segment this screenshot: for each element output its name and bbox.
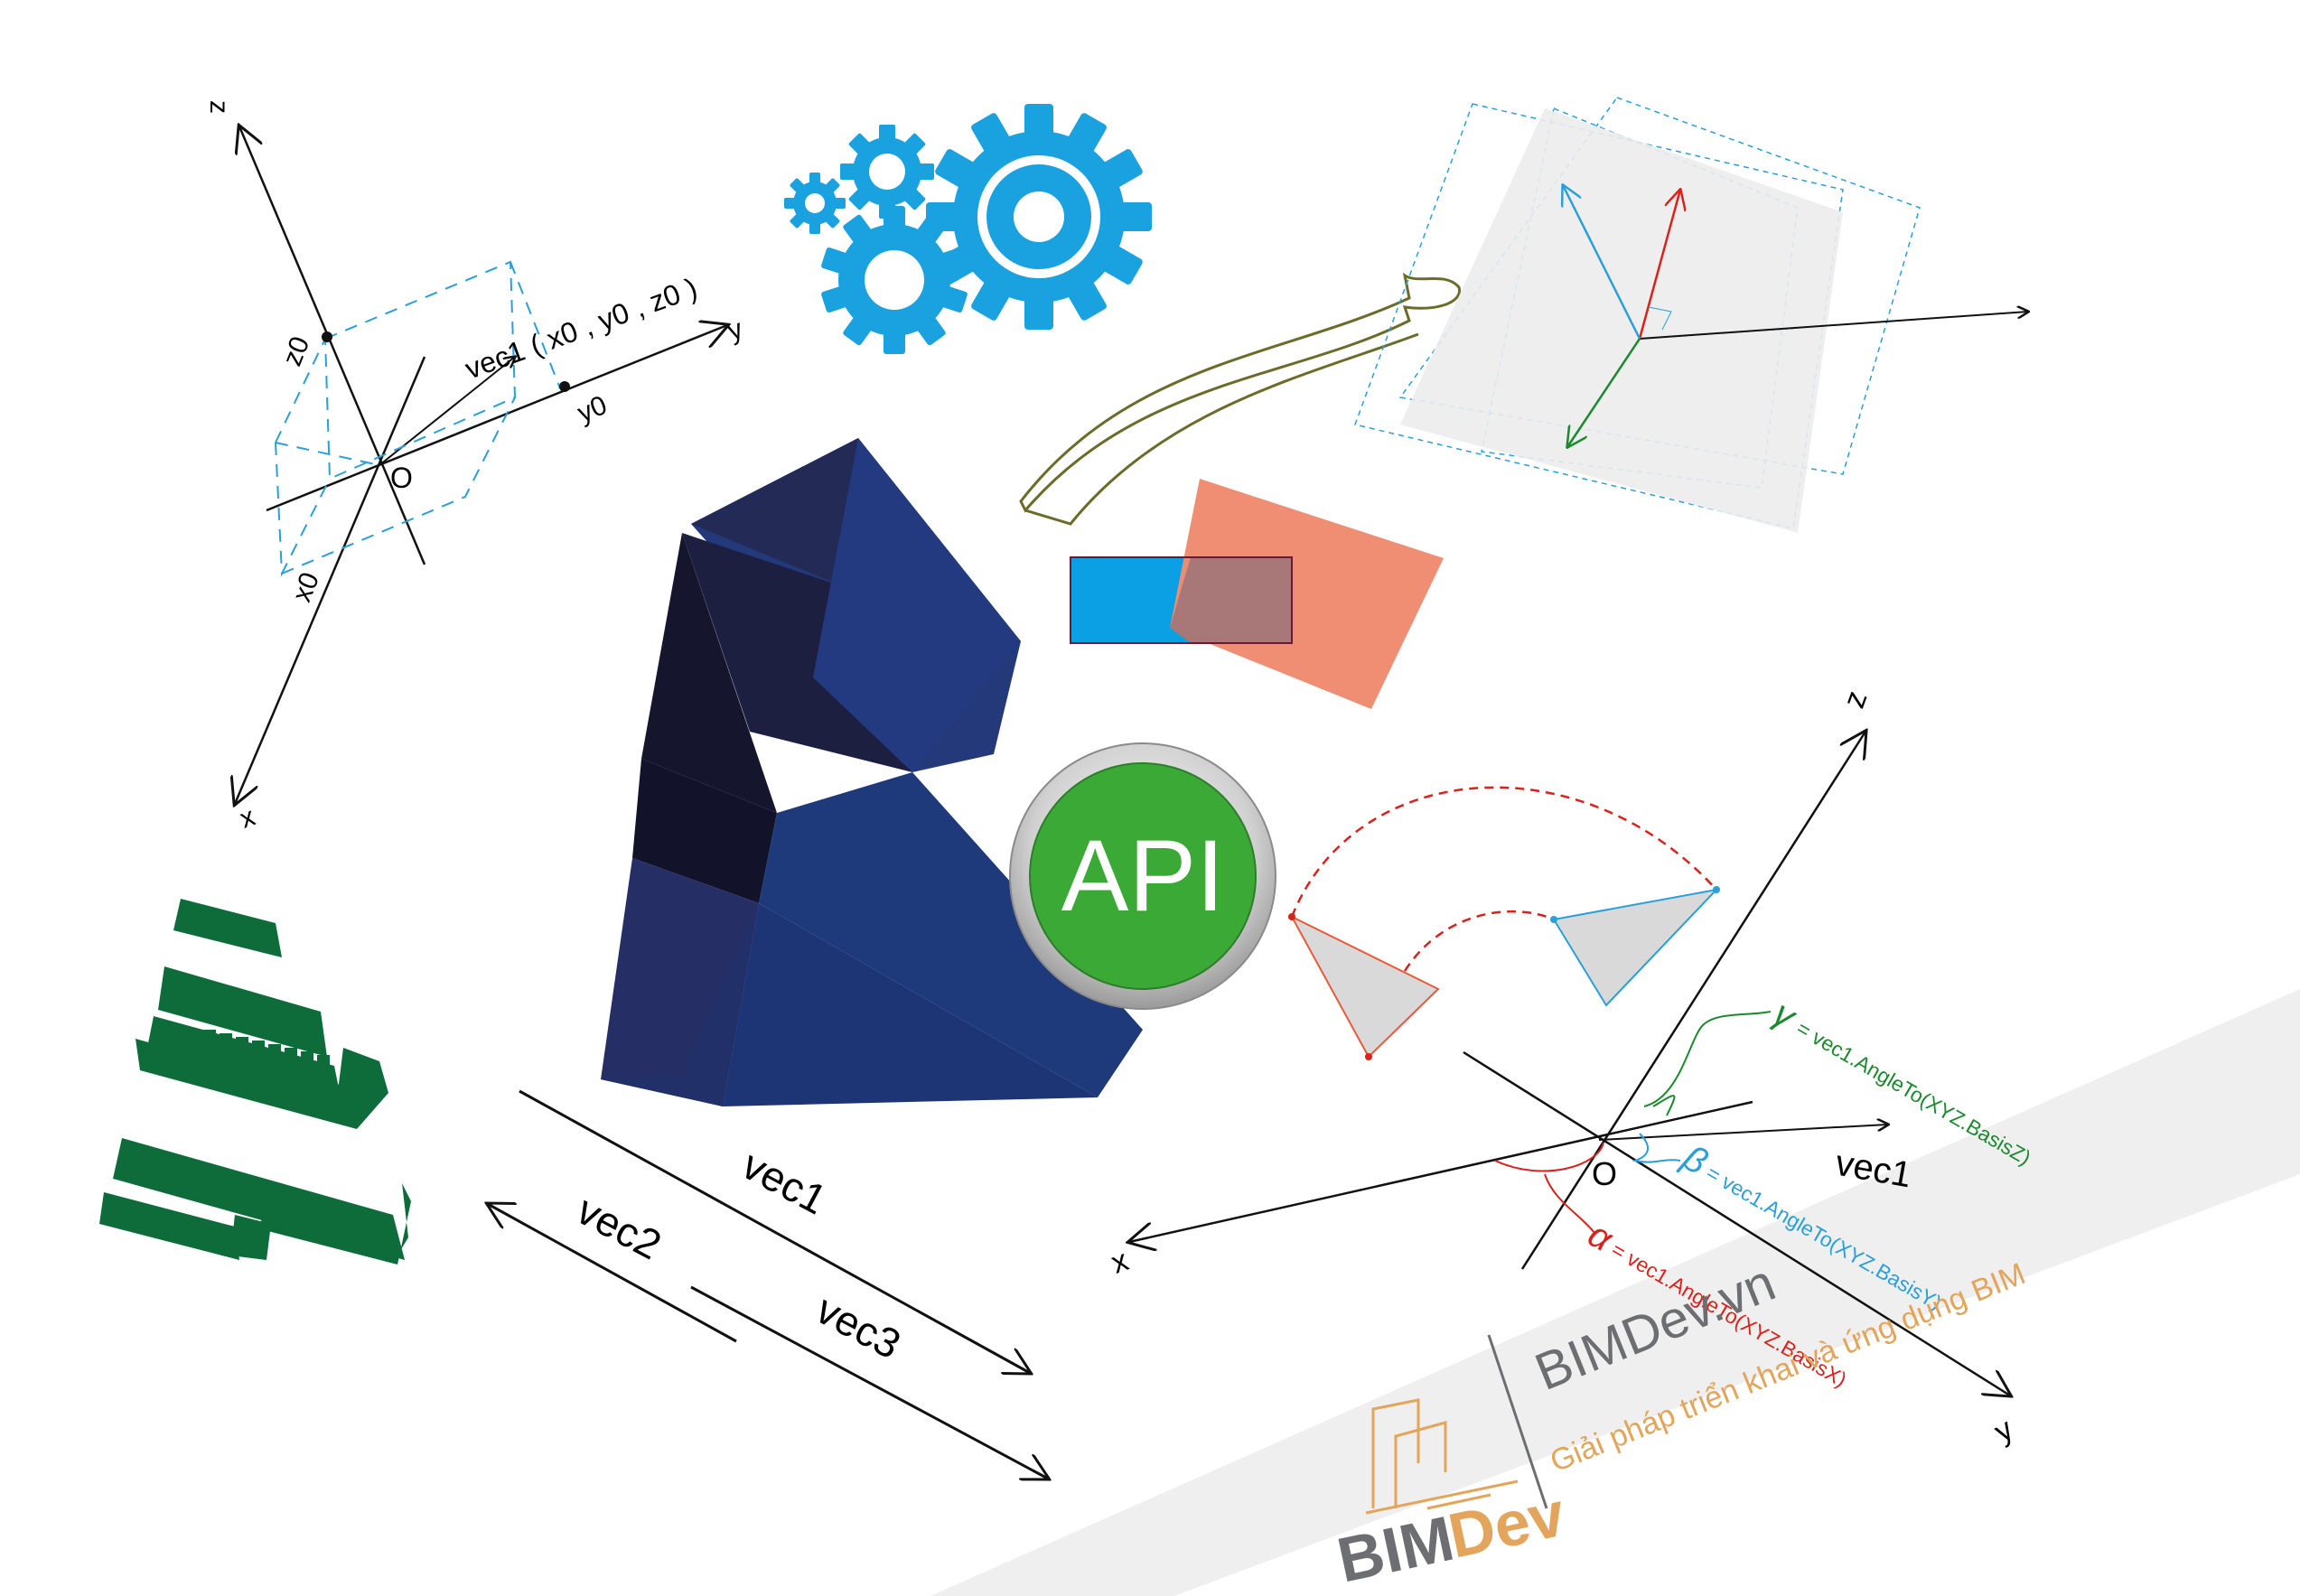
vec1-label: vec1 <box>734 1141 834 1224</box>
y0-label: y0 <box>574 390 612 428</box>
vec2-arrow <box>488 1204 737 1343</box>
x-label-left: x <box>236 802 258 835</box>
z-axis-left <box>239 126 426 565</box>
z0-point <box>322 331 332 342</box>
z-label-left: z <box>204 100 234 114</box>
bimdev-watermark: BIM Dev BIMDev.vn Giải pháp triển khai v… <box>1332 1253 2030 1596</box>
y-label-left: y <box>724 314 746 347</box>
vector-addition: vec1 vec2 vec3 <box>488 1089 1048 1479</box>
y-label-right: y <box>1988 1412 2019 1449</box>
bimdev-logo-icon <box>1365 1398 1519 1515</box>
dashed-box <box>275 260 561 577</box>
gear-tiny-icon <box>784 173 846 234</box>
x-axis-right <box>1129 1100 1753 1242</box>
api-badge: API <box>1009 742 1276 1010</box>
green-building-logo <box>99 899 411 1265</box>
origin-label-left: O <box>390 462 413 494</box>
rotation-demo <box>1288 786 1720 1060</box>
gear-medium-icon <box>821 206 968 354</box>
vec1-arrow <box>519 1089 1030 1373</box>
beta-arc <box>1632 1133 1681 1163</box>
green-vector <box>1567 338 1641 447</box>
watermark-divider <box>1487 1334 1548 1509</box>
overlap-area <box>1170 557 1292 643</box>
origin-label-right: O <box>1592 1155 1617 1192</box>
vec1-right <box>1598 1125 1888 1141</box>
gamma-label: = vec1.AngleTo(XYZ.BasisZ) <box>1792 1016 2034 1170</box>
gears-icon <box>784 104 1152 354</box>
gamma-arc <box>1652 1095 1676 1116</box>
red-arc-inner <box>1403 910 1555 972</box>
red-arc-outer <box>1290 786 1717 918</box>
plane-fill <box>1400 108 1843 533</box>
x0-label: x0 <box>287 568 325 606</box>
vec1-coord-label: vec1 ( x0 , y0 , z0 ) <box>461 271 701 385</box>
y-axis-right <box>1463 1050 2010 1395</box>
x-axis-left <box>235 356 426 804</box>
y0-point <box>559 381 570 392</box>
overlapping-rectangles <box>1070 479 1444 709</box>
vec3-arrow <box>690 1285 1048 1479</box>
revit-logo <box>601 438 1143 1106</box>
plane-diagram <box>1354 97 2028 533</box>
api-label: API <box>1061 819 1225 932</box>
vec1-label-right: vec1 <box>1832 1143 1914 1196</box>
salmon-rectangle <box>1170 479 1444 709</box>
window-grid-icon <box>201 1030 330 1081</box>
z0-label: z0 <box>277 332 315 370</box>
gear-small-icon <box>840 125 934 219</box>
z-label-right: z <box>1837 686 1875 713</box>
x-label-right: x <box>1107 1243 1133 1281</box>
curved-arrow <box>1019 272 1461 526</box>
alpha-arc <box>1494 1142 1604 1234</box>
blue-vector <box>1563 185 1641 340</box>
triangle-original <box>1289 914 1440 1059</box>
red-vector <box>1638 190 1680 340</box>
triangle-rotated <box>1552 888 1719 1007</box>
z-axis-right <box>1520 732 1865 1270</box>
watermark-band <box>930 989 2300 1596</box>
y-axis-left <box>266 325 727 512</box>
